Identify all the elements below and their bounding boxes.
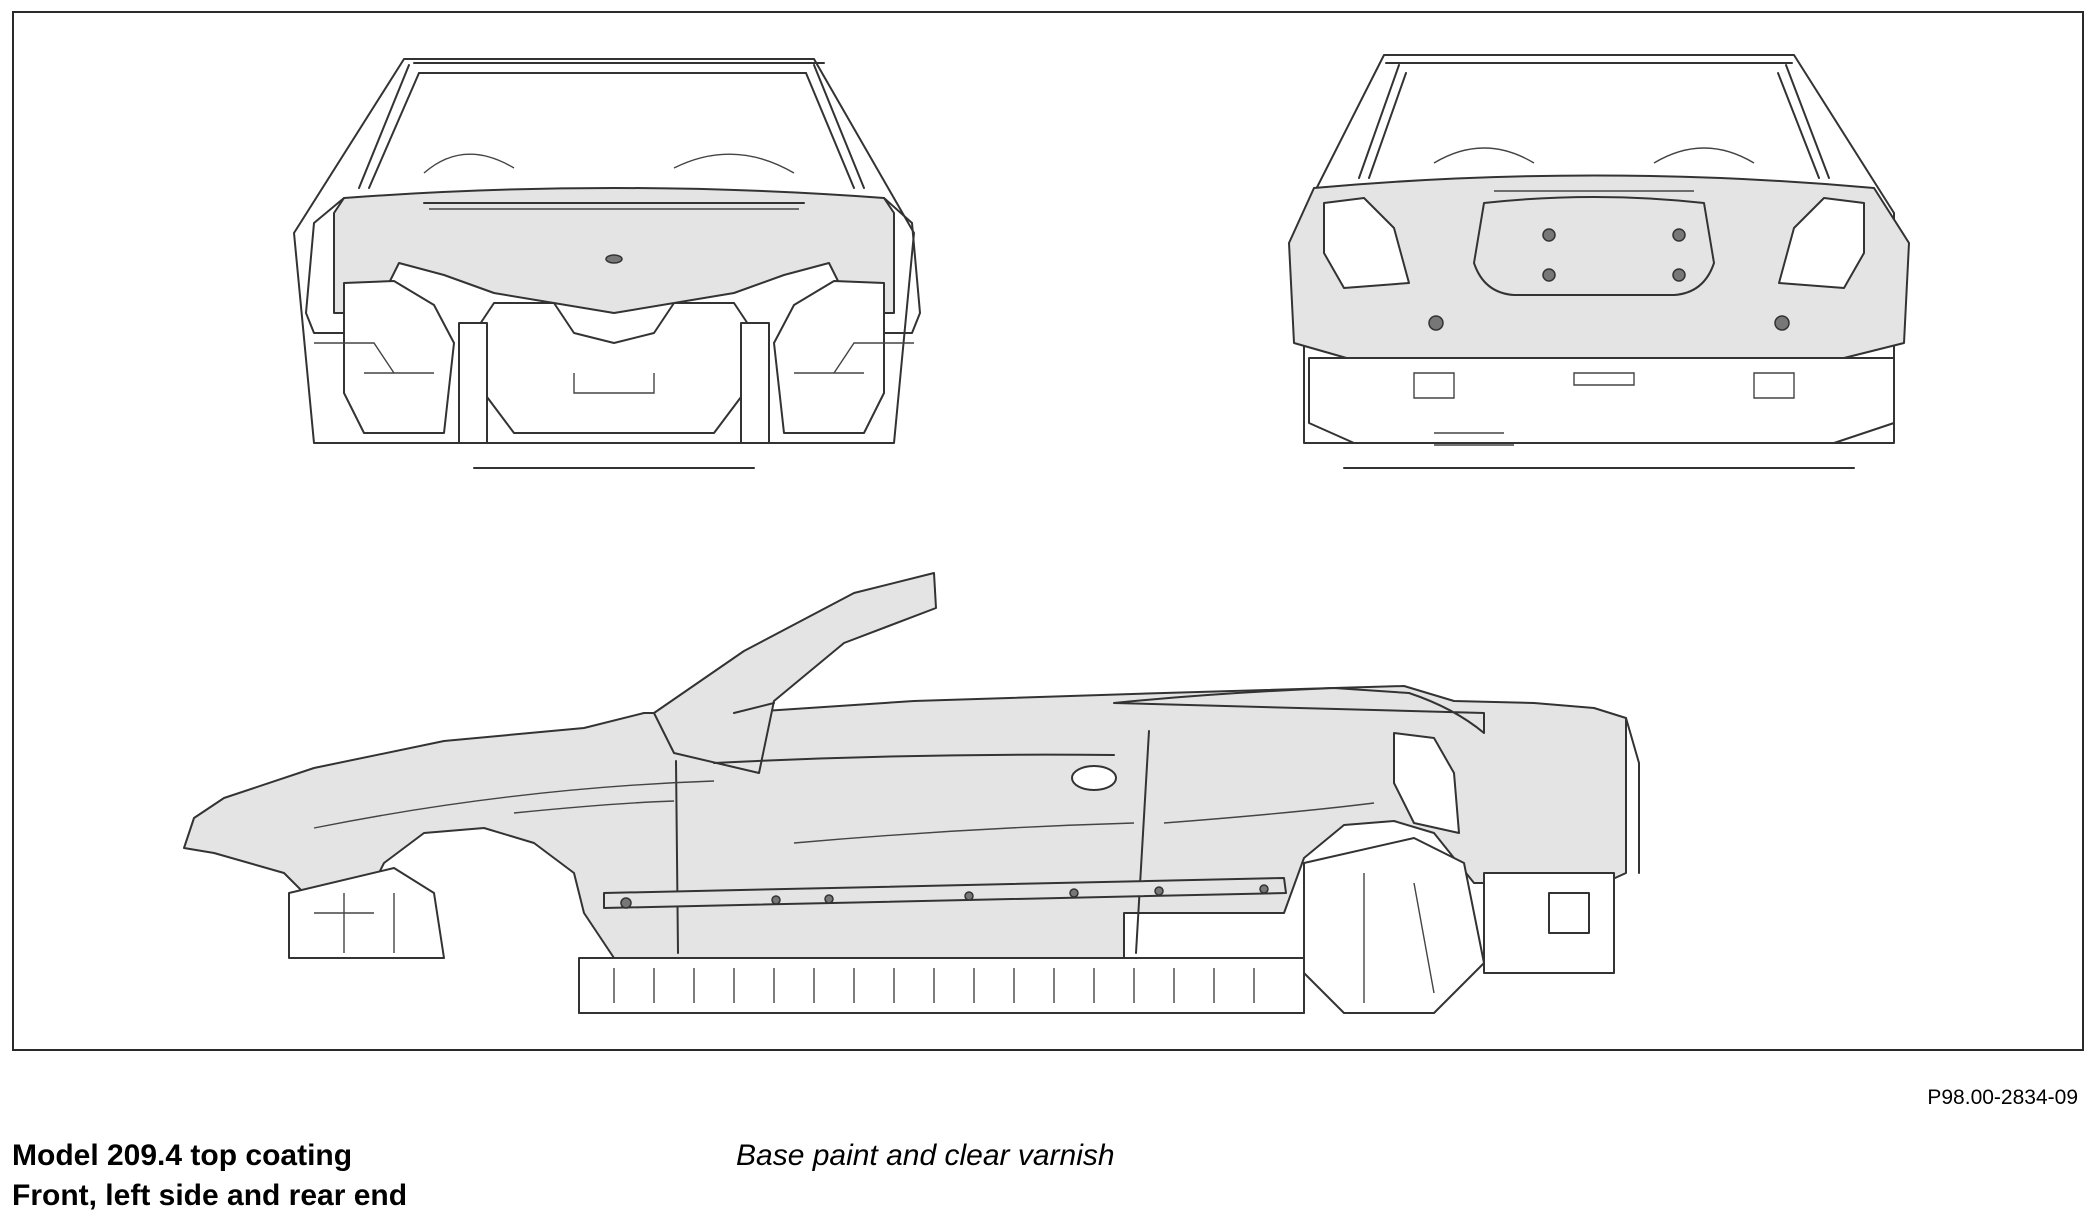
front-view [293,58,921,469]
diagram-frame [12,11,2084,1051]
caption-title-line-1: Model 209.4 top coating [12,1139,353,1172]
rear-view [1288,54,1910,469]
body-drawings [183,54,1910,1014]
caption-title: Model 209.4 top coating Front, left side… [12,1136,407,1216]
left-side-view [183,572,1640,1014]
figure-code: P98.00-2834-09 [1927,1086,2078,1109]
caption-title-line-2: Front, left side and rear end [12,1179,408,1212]
caption-note: Base paint and clear varnish [736,1139,1115,1172]
